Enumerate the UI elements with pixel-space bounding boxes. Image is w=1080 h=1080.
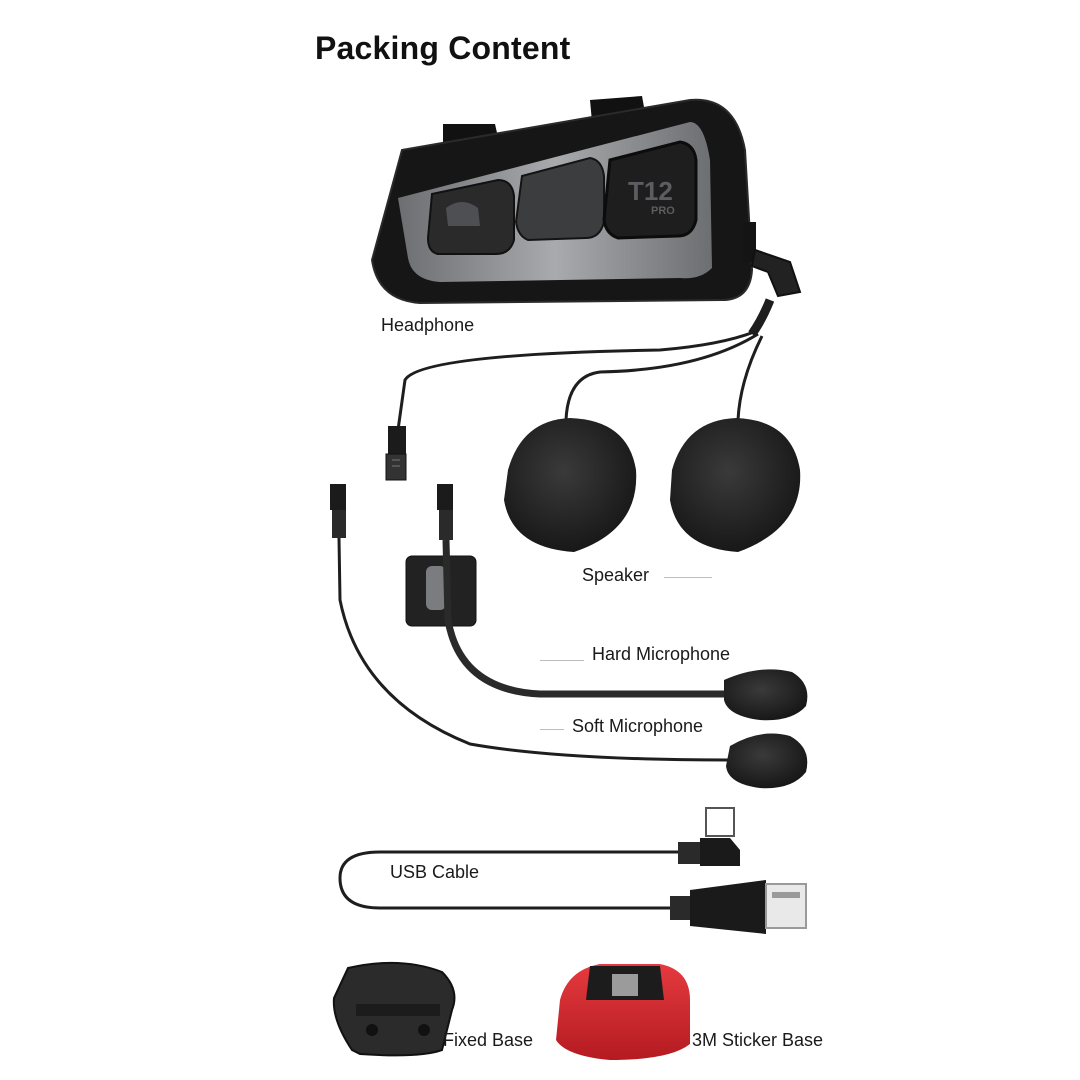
usb-cable-label: USB Cable [390, 862, 480, 882]
sticker-base-label: 3M Sticker Base [692, 1030, 824, 1050]
soft-microphone-assembly [330, 484, 808, 789]
headphone-cable [396, 248, 802, 431]
sticker-base [556, 964, 690, 1060]
soft-microphone-leader-line [540, 729, 564, 730]
speaker-right [670, 418, 801, 552]
device-model-text: T12 [628, 176, 673, 206]
soft-microphone-label: Soft Microphone [572, 716, 704, 736]
fixed-base-label: Fixed Base [443, 1030, 534, 1050]
power-button-icon [446, 202, 480, 226]
usb-cable [338, 807, 807, 934]
headphone-connector [385, 426, 407, 481]
intercom-device: T12 PRO [370, 96, 756, 305]
page-title: Packing Content [315, 30, 571, 66]
speaker-label: Speaker [582, 565, 650, 585]
hard-microphone-leader-line [540, 660, 584, 661]
device-model-subtext: PRO [651, 205, 675, 217]
hard-microphone-label: Hard Microphone [592, 644, 731, 664]
fixed-base [332, 961, 456, 1057]
hard-microphone-assembly [405, 484, 808, 721]
headphone-label: Headphone [381, 315, 475, 335]
speaker-left [504, 418, 637, 552]
speaker-leader-line [664, 577, 712, 578]
